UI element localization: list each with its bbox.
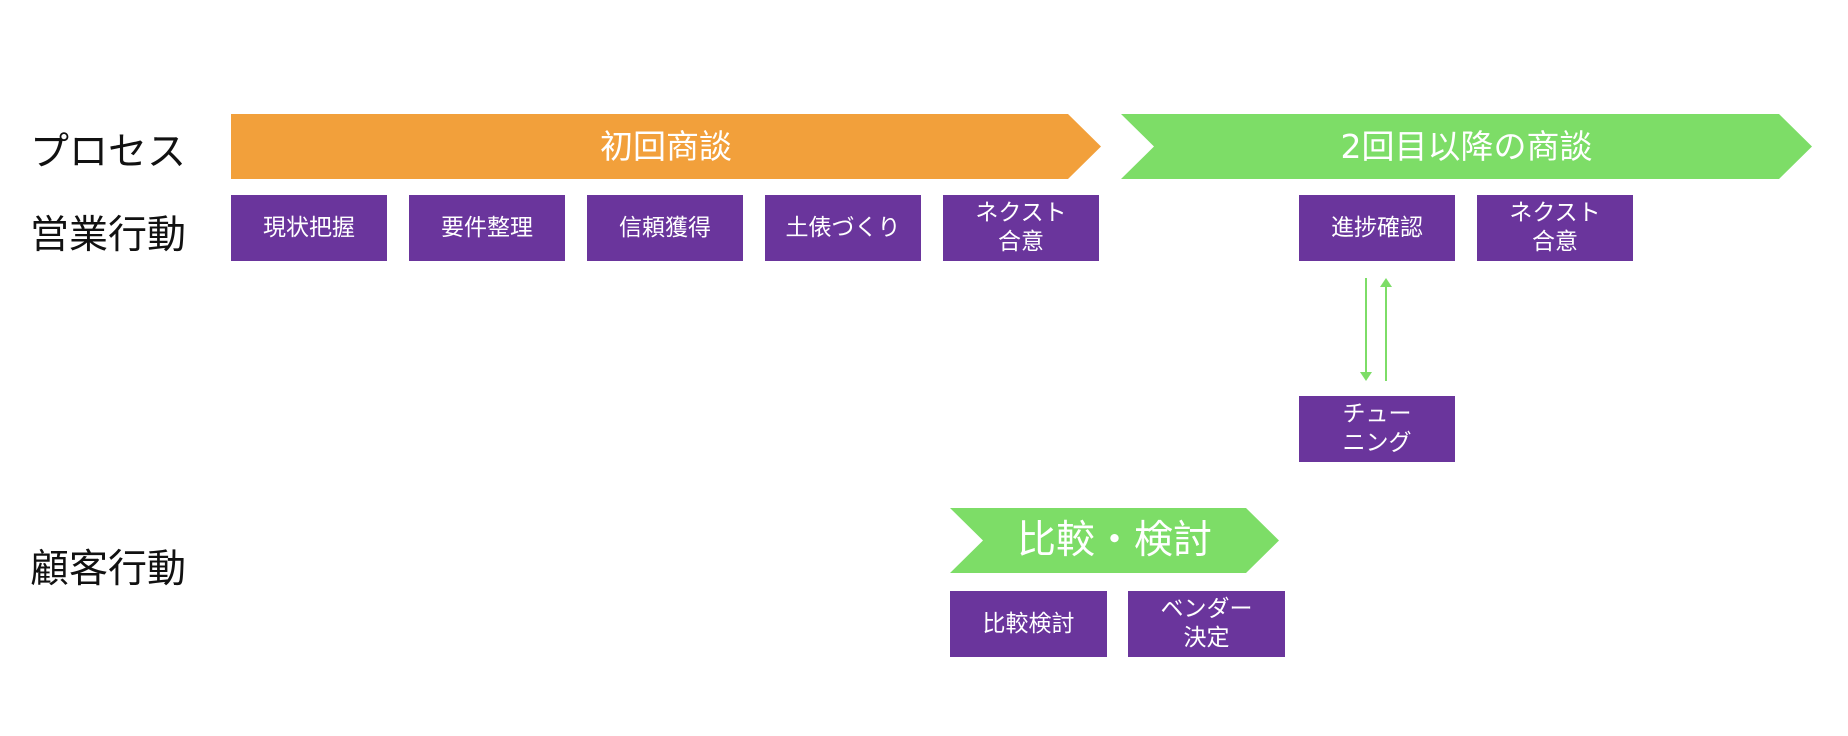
row-label-customer-action: 顧客行動 — [30, 547, 187, 592]
stage-compare-review: 比較・検討 — [950, 508, 1279, 573]
stage-second-onward: 2回目以降の商談 — [1121, 114, 1812, 179]
tuning-step: チュー ニング — [1299, 396, 1455, 462]
arrow-up-head — [1380, 278, 1392, 287]
arrow-down-head — [1360, 372, 1372, 381]
sales-step: 信頼獲得 — [587, 195, 743, 261]
customer-step: ベンダー 決定 — [1128, 591, 1285, 657]
sales-step: 現状把握 — [231, 195, 387, 261]
customer-step: 比較検討 — [950, 591, 1107, 657]
sales-step: 要件整理 — [409, 195, 565, 261]
row-label-sales-action: 営業行動 — [30, 213, 187, 258]
later-step: ネクスト 合意 — [1477, 195, 1633, 261]
sales-step: 土俵づくり — [765, 195, 921, 261]
stage-first-meeting: 初回商談 — [231, 114, 1101, 179]
row-label-process: プロセス — [30, 130, 187, 175]
sales-step: ネクスト 合意 — [943, 195, 1099, 261]
later-step: 進捗確認 — [1299, 195, 1455, 261]
